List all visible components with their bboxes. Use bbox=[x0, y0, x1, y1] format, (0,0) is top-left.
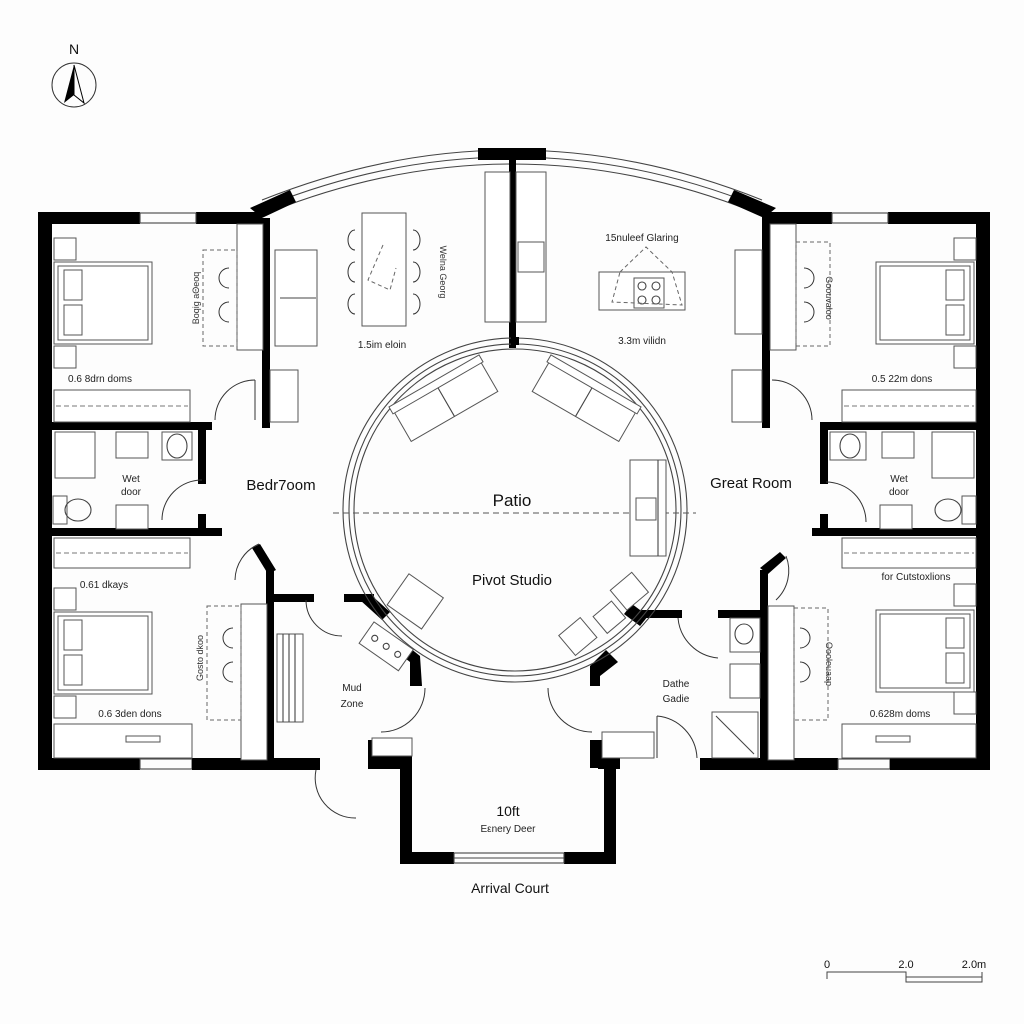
kitchen-area: 15nuleef Glaring 3.3m vilidn bbox=[598, 233, 763, 423]
interior-walls bbox=[52, 218, 976, 770]
entry-vestibule: 10ft Eεnery Deer Arrival Court bbox=[471, 803, 549, 896]
bedroom-top-left: 0.6 8drn doms Bοqig aΘeoq bbox=[53, 223, 264, 423]
desk-label: Bοqig aΘeoq bbox=[191, 272, 201, 325]
dimension-label: 0.6 3den dons bbox=[98, 709, 161, 720]
curved-glazing-wall bbox=[250, 148, 776, 348]
room-label-dathe-gadie: Dathe bbox=[663, 679, 690, 690]
kitchen-title-label: 15nuleef Glaring bbox=[605, 233, 678, 244]
central-rotunda: Patio Pivot Studio bbox=[333, 337, 696, 683]
wet-room-label-2: door bbox=[889, 487, 910, 498]
scale-end: 2.0m bbox=[962, 959, 986, 971]
room-label-entry: Eεnery Deer bbox=[480, 824, 536, 835]
bedroom-bottom-right: for Cutstoxlions 0.628m doms Oooleuaap bbox=[767, 537, 977, 761]
exterior-walls bbox=[38, 212, 990, 864]
room-label-pivot-studio: Pivot Studio bbox=[472, 572, 552, 589]
desk-label: Gosto dkoo bbox=[195, 635, 205, 681]
wardrobe-label: 0.6 8drn doms bbox=[68, 374, 132, 385]
desk-label: Goouvaloo bbox=[824, 276, 834, 320]
room-label-mud-zone: Mud bbox=[342, 683, 361, 694]
room-label-mud-zone-2: Zone bbox=[341, 699, 364, 710]
scale-mid: 2.0 bbox=[898, 959, 913, 971]
dining-dimension-label: 1.5im eloin bbox=[358, 340, 406, 351]
north-arrow-icon: N bbox=[51, 41, 97, 108]
scale-bar: 0 2.0 2.0m bbox=[824, 959, 986, 983]
scale-start: 0 bbox=[824, 959, 830, 971]
dathe-gadie: Dathe Gadie bbox=[547, 617, 761, 759]
entry-dimension: 10ft bbox=[496, 803, 519, 819]
mud-zone: Mud Zone bbox=[276, 599, 426, 819]
wardrobe-label: 0.5 22m dons bbox=[872, 374, 933, 385]
wet-room-label: Wet bbox=[890, 474, 908, 485]
wet-room-left: Wet door bbox=[52, 431, 203, 530]
desk-label: Oooleuaap bbox=[824, 642, 834, 686]
kitchen-dimension-label: 3.3m vilidn bbox=[618, 336, 666, 347]
room-label-patio: Patio bbox=[493, 491, 532, 510]
room-label-dathe-gadie-2: Gadie bbox=[663, 694, 690, 705]
label-arrival-court: Arrival Court bbox=[471, 880, 549, 896]
dimension-label: 0.628m doms bbox=[870, 709, 931, 720]
wet-room-label-2: door bbox=[121, 487, 142, 498]
bedroom-bottom-left: 0.61 dkays 0.6 3den dons Gosto dkoo bbox=[53, 537, 268, 761]
dining-area: 1.5im eloin Welna Georg bbox=[269, 171, 547, 423]
wet-room-label: Wet bbox=[122, 474, 140, 485]
bedroom-top-right: 0.5 22m dons Goouvaloo bbox=[769, 223, 977, 423]
compass-label: N bbox=[69, 41, 79, 57]
room-label-bedroom: Bedr7oom bbox=[246, 477, 315, 494]
dining-side-label: Welna Georg bbox=[438, 246, 448, 299]
room-label-great-room: Great Room bbox=[710, 475, 792, 492]
wardrobe-label: for Cutstoxlions bbox=[882, 572, 951, 583]
wardrobe-label: 0.61 dkays bbox=[80, 580, 128, 591]
wet-room-right: Wet door bbox=[825, 431, 977, 530]
